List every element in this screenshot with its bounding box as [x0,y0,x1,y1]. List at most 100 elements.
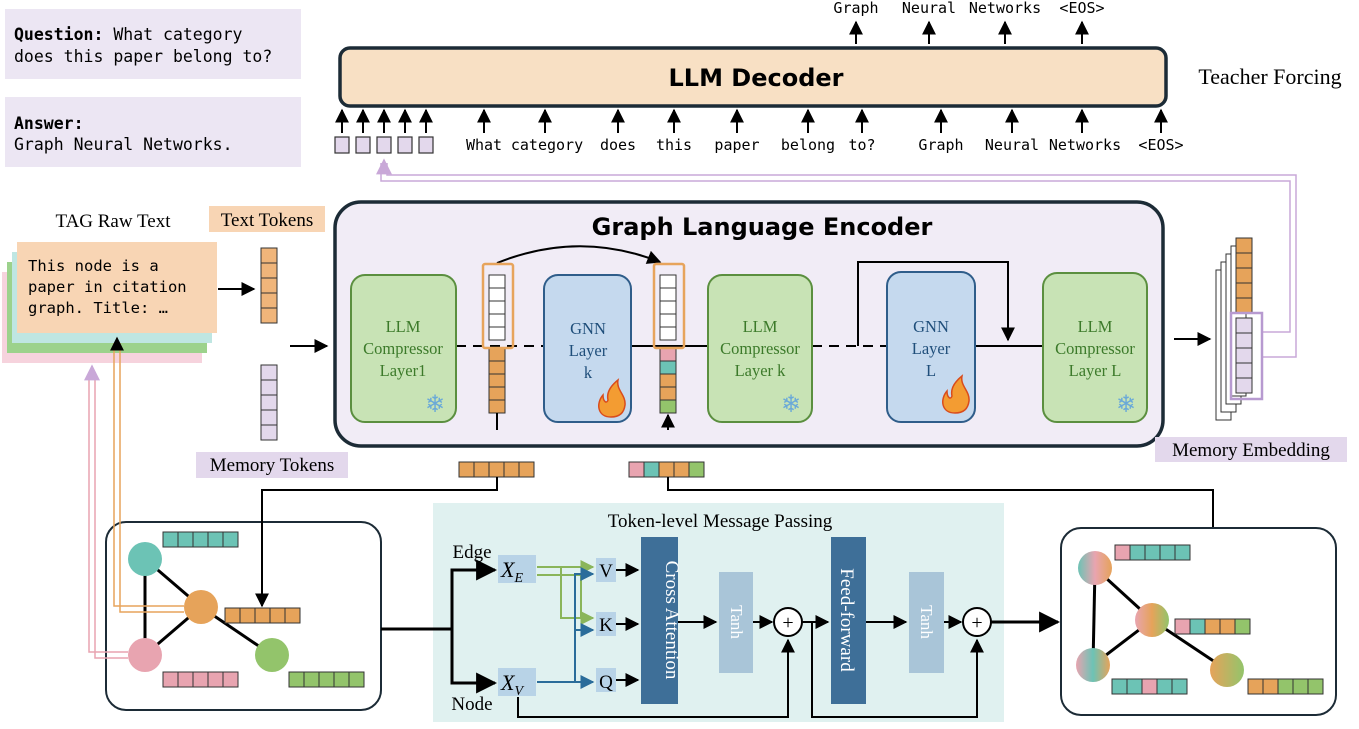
block-label: k [584,363,593,382]
input-token: Neural [985,136,1039,154]
plus-label: + [782,612,793,634]
block-label: L [926,361,936,380]
question-line1: What category [103,25,242,44]
tanh-block-1: Tanh [719,572,753,673]
block-label: Compressor [1055,339,1135,358]
block-label: Layer [912,339,951,358]
xv-bg [498,668,536,696]
answer-box: Answer: Graph Neural Networks. [5,97,301,167]
block-label: Layer L [1069,361,1122,380]
left-graph [105,521,382,711]
llm-compressor-layer-l: LLM Compressor Layer L ❄ [1042,272,1148,423]
block-label: Layer k [735,361,787,380]
text-tokens-bg [209,206,325,232]
cross-attention-block: Cross Attention [641,537,682,704]
highlight-box [481,262,515,350]
block-label: LLM [386,317,421,336]
xv-sub: V [514,684,524,699]
raw-text-stack: This node is a paper in citation graph. … [2,242,217,363]
k-label: K [599,615,613,636]
cross-attention-label: Cross Attention [661,561,682,680]
highlight-box [1229,311,1264,401]
token-row-orange [458,461,535,478]
svg-text:Question: What category: Question: What category [14,25,243,44]
tanh-block-2: Tanh [909,572,944,673]
llm-compressor-layer-1: LLM Compressor Layer1 ❄ [350,274,457,423]
llm-decoder: LLM Decoder [338,46,1168,108]
xe-bg [498,555,536,583]
block-label: LLM [1078,317,1113,336]
llm-compressor-layer-k: LLM Compressor Layer k ❄ [707,274,813,423]
raw-text-line2: paper in citation [28,278,187,296]
input-token: this [656,136,692,154]
xe-sub: E [513,571,523,586]
xv-label: XV [500,670,524,699]
input-token: paper [714,136,759,154]
decoder-input-tokens: What category does this paper belong to?… [334,108,1184,154]
q-box [596,668,616,692]
raw-text-line3: graph. Title: … [28,299,168,317]
text-token-column [260,247,278,324]
raw-text-line1: This node is a [28,257,159,275]
answer-label: Answer: [14,114,84,133]
memory-embedding-label: Memory Embedding [1172,440,1330,461]
answer-text: Graph Neural Networks. [14,135,233,154]
input-token: What [466,136,502,154]
snowflake-icon: ❄ [781,392,801,418]
right-graph [1060,527,1337,716]
k-box [596,612,616,636]
fire-icon [598,378,626,418]
token-column-after-layer1 [488,274,506,414]
xe-label: XE [500,557,523,586]
input-token: <EOS> [1138,136,1183,154]
add-node-1: + [773,607,803,637]
input-token: to? [848,136,875,154]
output-token: Neural [902,0,956,17]
xv-main: X [500,670,516,695]
q-label: Q [599,672,613,693]
input-token: does [600,136,636,154]
token-column-after-gnn-k [659,274,677,414]
output-token: Graph [833,0,878,17]
input-token: category [511,136,583,154]
edge-label: Edge [452,542,491,563]
block-label: Compressor [720,339,800,358]
memory-feedback-path [376,158,1297,358]
block-label: Layer [569,341,608,360]
memory-embedding-bg [1155,437,1347,462]
question-label: Question: [14,25,103,44]
input-token: belong [781,136,835,154]
add-node-2: + [962,607,992,637]
mp-title: Token-level Message Passing [608,511,833,532]
input-token: Networks [1049,136,1121,154]
fire-icon [942,374,970,414]
snowflake-icon: ❄ [425,392,445,418]
memory-tokens-label: Memory Tokens [210,455,334,476]
block-label: LLM [743,317,778,336]
xe-main: X [500,557,516,582]
question-line2: does this paper belong to? [14,47,272,66]
input-token: Graph [918,136,963,154]
decoder-output-tokens: Graph Neural Networks <EOS> [833,0,1105,44]
teacher-forcing-label: Teacher Forcing [1198,64,1341,89]
feed-forward-block: Feed-forward [831,537,866,704]
token-row-mixed [628,461,705,478]
v-label: V [599,561,613,582]
tanh1-label: Tanh [727,605,746,639]
tanh2-label: Tanh [917,605,936,639]
block-label: Layer1 [380,361,427,380]
feed-forward-label: Feed-forward [836,568,857,672]
output-token: Networks [969,0,1041,17]
snowflake-icon: ❄ [1116,392,1136,418]
block-label: GNN [913,317,949,336]
v-box [596,558,616,582]
memory-tokens-bg [196,452,348,478]
highlight-box [652,262,686,350]
node-label: Node [451,694,492,715]
question-box: Question: What category does this paper … [5,9,301,79]
tag-raw-text-label: TAG Raw Text [55,211,171,232]
node-text-links [84,336,184,659]
text-tokens-label: Text Tokens [221,210,314,231]
